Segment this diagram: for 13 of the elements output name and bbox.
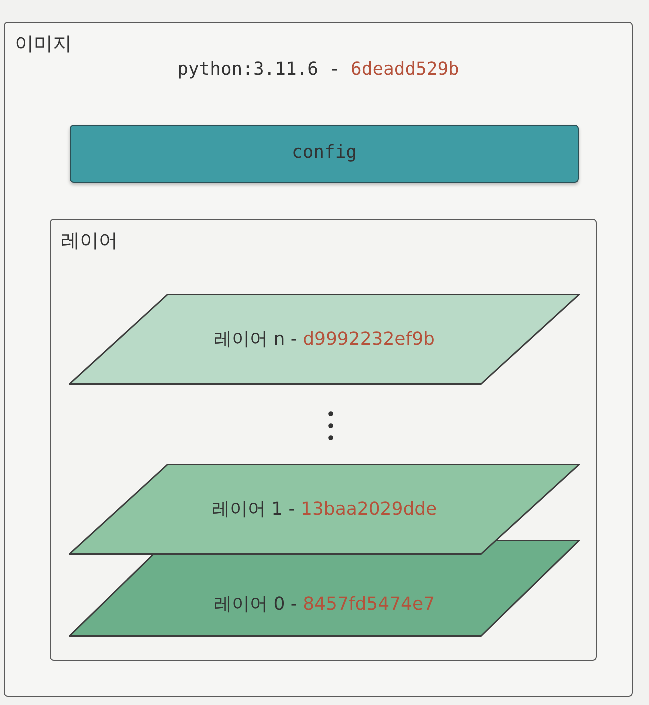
box-title: 이미지 <box>15 32 72 57</box>
container-box <box>4 22 633 697</box>
box-title: 레이어 <box>61 229 118 254</box>
image-hash: 6deadd529b <box>351 59 460 80</box>
layer-hash: 8457fd5474e7 <box>303 594 436 615</box>
layer-hash: d9992232ef9b <box>303 329 435 350</box>
layer-label: 레이어 1 - <box>212 499 296 520</box>
layer-label: 레이어 0 - <box>214 594 298 615</box>
image-tag: python:3.11.6 - <box>178 59 340 80</box>
layer-hash: 13baa2029dde <box>301 499 438 520</box>
config-bar: config <box>70 125 579 183</box>
container-box <box>50 219 597 661</box>
layer-label: 레이어 n - <box>214 329 298 350</box>
